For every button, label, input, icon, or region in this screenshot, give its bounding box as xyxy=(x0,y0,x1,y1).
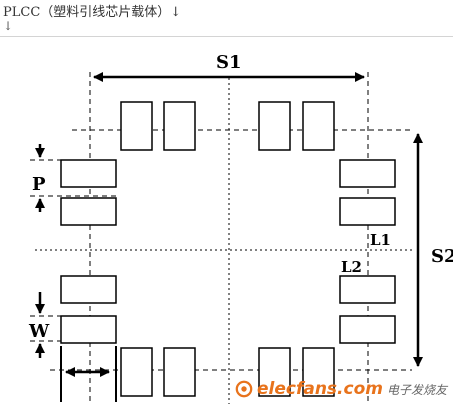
pad-left-2 xyxy=(60,197,117,226)
watermark-chinese: 电子发烧友 xyxy=(386,382,447,397)
watermark: elecfans.com 电子发烧友 xyxy=(235,378,447,400)
pad-top-4 xyxy=(302,101,335,151)
pad-bottom-4 xyxy=(302,347,335,397)
pad-left-1 xyxy=(60,159,117,188)
empty-line-marker: ↓ xyxy=(3,19,14,33)
w-label: W xyxy=(28,321,50,342)
pad-left-4 xyxy=(60,315,117,344)
pad-right-1 xyxy=(339,159,396,188)
s1-label: S1 xyxy=(216,52,242,73)
document-header: PLCC（塑料引线芯片载体）↓ ↓ xyxy=(0,0,453,37)
p-label: P xyxy=(32,174,46,195)
pad-right-4 xyxy=(339,315,396,344)
l1-label: L1 xyxy=(370,231,391,249)
document-title: PLCC（塑料引线芯片载体）↓ xyxy=(3,5,182,20)
elecfans-logo-icon xyxy=(235,380,253,398)
plcc-land-pattern-diagram: S1 S2 P W L1 L2 xyxy=(0,36,453,406)
pad-bottom-1 xyxy=(120,347,153,397)
diagram-svg: S1 S2 P W L1 L2 xyxy=(28,52,453,404)
pad-right-2 xyxy=(339,197,396,226)
pad-right-3 xyxy=(339,275,396,304)
pad-bottom-3 xyxy=(258,347,291,397)
pad-bottom-2 xyxy=(163,347,196,397)
pad-left-3 xyxy=(60,275,117,304)
l2-label: L2 xyxy=(341,258,362,276)
pad-top-3 xyxy=(258,101,291,151)
pad-top-1 xyxy=(120,101,153,151)
s2-label: S2 xyxy=(431,246,453,267)
watermark-site: elecfans.com xyxy=(257,379,383,399)
pad-top-2 xyxy=(163,101,196,151)
